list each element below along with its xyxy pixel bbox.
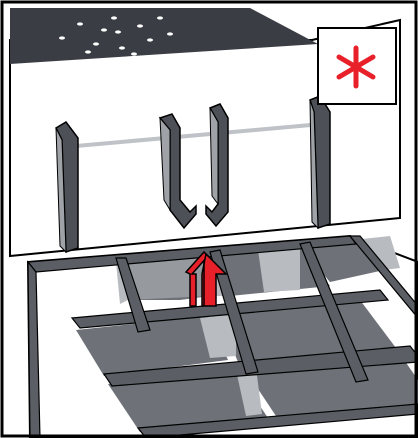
divider-left xyxy=(55,121,79,254)
divider-right xyxy=(309,95,331,230)
divider-hook-left xyxy=(158,113,197,230)
ceiling-dots xyxy=(59,16,173,56)
ceiling-panel xyxy=(10,8,318,64)
callout-box xyxy=(317,27,397,105)
divider-hook-right xyxy=(205,103,229,228)
tray-grid xyxy=(26,234,418,438)
divider-rail xyxy=(75,122,323,148)
red-asterisk-icon xyxy=(336,45,376,89)
red-up-arrow-icon xyxy=(184,250,228,307)
